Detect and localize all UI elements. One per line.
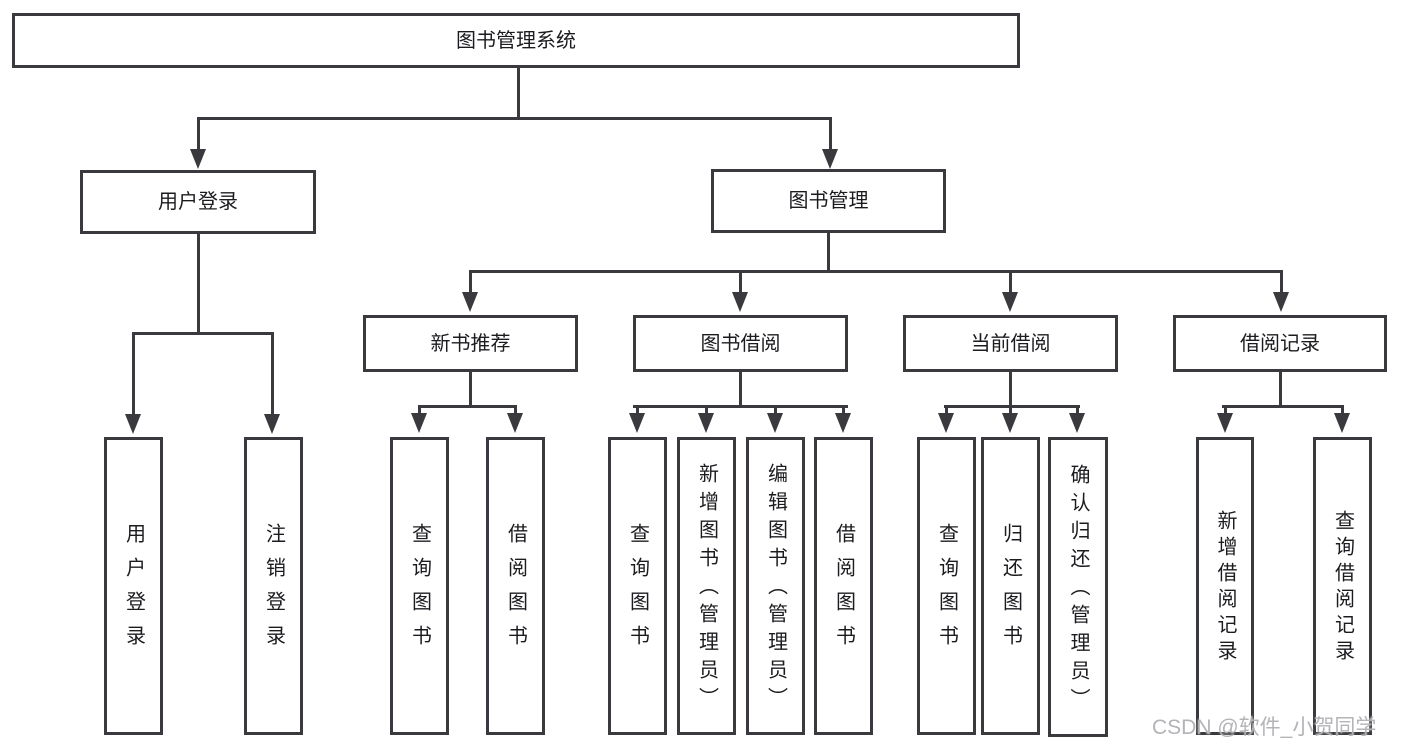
- arrowhead-icon: [698, 413, 714, 433]
- node-new-book-recommend: 新书推荐: [363, 315, 578, 372]
- node-current-borrow: 当前借阅: [903, 315, 1118, 372]
- line: [739, 270, 742, 293]
- leaf-recommend-query-books-label: 查询图书: [408, 523, 431, 659]
- line: [633, 405, 848, 408]
- arrowhead-icon: [629, 413, 645, 433]
- arrowhead-icon: [1273, 292, 1289, 312]
- leaf-recommend-query-books: 查询图书: [390, 437, 449, 735]
- line: [271, 332, 274, 415]
- leaf-borrow-query-books-label: 查询图书: [626, 523, 649, 659]
- leaf-current-query-books-label: 查询图书: [935, 523, 958, 659]
- arrowhead-icon: [1002, 292, 1018, 312]
- leaf-recommend-borrow-books: 借阅图书: [486, 437, 545, 735]
- arrowhead-icon: [938, 413, 954, 433]
- line: [1280, 270, 1283, 293]
- node-user-login: 用户登录: [80, 170, 316, 234]
- line: [705, 405, 708, 415]
- line: [197, 117, 200, 151]
- leaf-current-query-books: 查询图书: [917, 437, 976, 735]
- line: [1009, 270, 1012, 293]
- node-new-book-recommend-label: 新书推荐: [430, 332, 511, 355]
- line: [132, 332, 135, 415]
- arrowhead-icon: [507, 413, 523, 433]
- leaf-borrow-borrow-books: 借阅图书: [814, 437, 873, 735]
- line: [1222, 405, 1344, 408]
- leaf-current-return-books: 归还图书: [981, 437, 1040, 735]
- leaf-records-add-record: 新增借阅记录: [1196, 437, 1254, 735]
- leaf-current-return-books-label: 归还图书: [999, 523, 1022, 659]
- leaf-borrow-add-books-admin: 新增图书（管理员）: [677, 437, 736, 735]
- arrowhead-icon: [125, 414, 141, 434]
- leaf-current-confirm-return-admin-label: 确认归还（管理员）: [1067, 464, 1089, 716]
- leaf-borrow-query-books: 查询图书: [608, 437, 667, 735]
- arrowhead-icon: [1069, 413, 1085, 433]
- node-book-borrow-label: 图书借阅: [700, 332, 781, 355]
- line: [517, 66, 520, 119]
- leaf-recommend-borrow-books-label: 借阅图书: [504, 523, 527, 659]
- leaf-logout: 注销登录: [244, 437, 303, 735]
- leaf-records-query-record-label: 查询借阅记录: [1331, 510, 1354, 666]
- line: [1224, 405, 1227, 415]
- arrowhead-icon: [411, 413, 427, 433]
- leaf-records-add-record-label: 新增借阅记录: [1214, 510, 1236, 666]
- leaf-user-login: 用户登录: [104, 437, 163, 735]
- leaf-borrow-edit-books-admin: 编辑图书（管理员）: [746, 437, 805, 735]
- leaf-borrow-edit-books-admin-label: 编辑图书（管理员）: [764, 463, 787, 715]
- line: [1009, 370, 1012, 408]
- leaf-borrow-add-books-admin-label: 新增图书（管理员）: [695, 463, 718, 715]
- arrowhead-icon: [732, 292, 748, 312]
- node-book-management-label: 图书管理: [788, 190, 869, 212]
- node-user-login-label: 用户登录: [158, 191, 238, 213]
- node-current-borrow-label: 当前借阅: [970, 332, 1051, 355]
- line: [197, 117, 832, 120]
- leaf-user-login-label: 用户登录: [122, 523, 145, 659]
- leaf-records-query-record: 查询借阅记录: [1313, 437, 1372, 735]
- arrowhead-icon: [822, 149, 838, 169]
- line: [469, 270, 472, 293]
- line: [842, 405, 845, 415]
- line: [418, 405, 517, 408]
- line: [197, 231, 200, 334]
- csdn-watermark: CSDN @软件_小贺同学: [1152, 716, 1377, 739]
- node-book-management: 图书管理: [711, 169, 946, 233]
- line: [827, 230, 830, 273]
- line: [1279, 370, 1282, 408]
- arrowhead-icon: [1217, 413, 1233, 433]
- line: [1009, 405, 1012, 415]
- node-book-borrow: 图书借阅: [633, 315, 848, 372]
- line: [945, 405, 948, 415]
- line: [829, 117, 832, 151]
- line: [774, 405, 777, 415]
- line: [133, 332, 274, 335]
- leaf-logout-label: 注销登录: [262, 523, 285, 659]
- line: [469, 370, 472, 408]
- line: [469, 270, 1283, 273]
- line: [418, 405, 421, 415]
- node-borrow-records: 借阅记录: [1173, 315, 1387, 372]
- arrowhead-icon: [462, 292, 478, 312]
- node-root: 图书管理系统: [12, 13, 1020, 68]
- node-borrow-records-label: 借阅记录: [1240, 332, 1320, 355]
- arrowhead-icon: [1002, 413, 1018, 433]
- arrowhead-icon: [835, 413, 851, 433]
- leaf-borrow-borrow-books-label: 借阅图书: [832, 523, 855, 659]
- line: [739, 370, 742, 408]
- line: [944, 405, 1080, 408]
- line: [1341, 405, 1344, 415]
- arrowhead-icon: [264, 414, 280, 434]
- line: [636, 405, 639, 415]
- leaf-current-confirm-return-admin: 确认归还（管理员）: [1048, 437, 1108, 737]
- arrowhead-icon: [767, 413, 783, 433]
- arrowhead-icon: [190, 149, 206, 169]
- node-root-label: 图书管理系统: [456, 29, 576, 52]
- arrowhead-icon: [1334, 413, 1350, 433]
- line: [1076, 405, 1079, 415]
- line: [514, 405, 517, 415]
